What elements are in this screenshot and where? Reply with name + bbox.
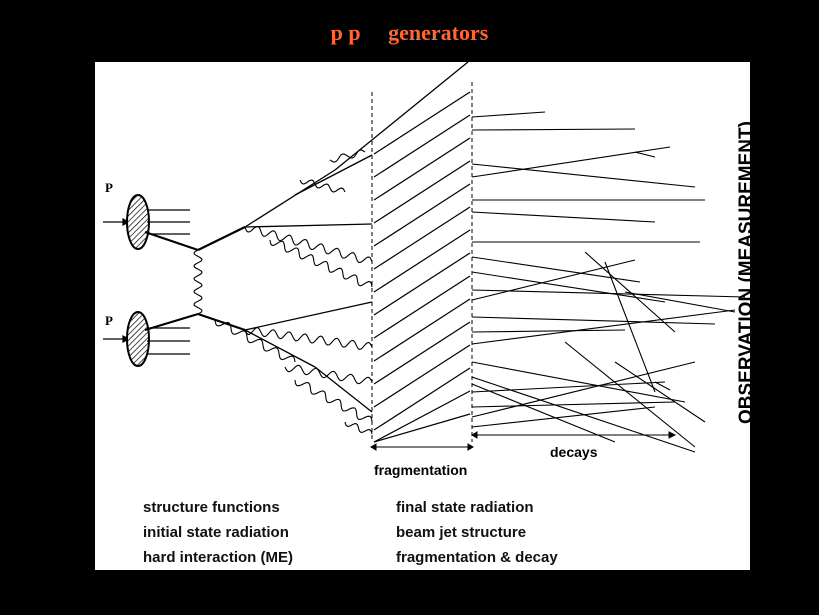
decay-track — [471, 361, 686, 403]
decay-track — [624, 291, 736, 313]
stage-arrows — [370, 431, 677, 451]
decay-track — [471, 316, 716, 325]
decay-track — [471, 271, 666, 303]
decays-label: decays — [550, 444, 598, 460]
fragmentation-string — [373, 298, 471, 362]
decay-track — [471, 309, 736, 345]
decay-track — [471, 256, 641, 283]
gluon-lower-4 — [294, 379, 373, 423]
decay-track — [471, 128, 636, 131]
fragmentation-string — [373, 321, 471, 385]
decay-track — [471, 406, 656, 428]
legend-final-state-radiation: final state radiation — [396, 499, 534, 516]
gluon-upper-2 — [269, 239, 373, 288]
fragmentation-region — [371, 82, 473, 442]
decay-track — [471, 361, 696, 418]
decay-track — [471, 329, 626, 333]
fragmentation-string — [373, 91, 471, 155]
proton-label-top: P — [105, 180, 113, 195]
decay-track — [471, 111, 546, 118]
fragmentation-string — [373, 413, 471, 443]
decay-track — [614, 361, 706, 423]
gluon-lower-5 — [344, 421, 373, 435]
legend-hard-interaction: hard interaction (ME) — [143, 549, 294, 566]
gluon-upper-4 — [329, 149, 366, 163]
fragmentation-label: fragmentation — [374, 462, 467, 478]
decay-track — [471, 163, 696, 188]
proton-label-bottom: P — [105, 313, 113, 328]
decay-track — [471, 211, 656, 223]
observation-label: OBSERVATION (MEASUREMENT) — [736, 121, 750, 424]
legend-structure-functions: structure functions — [143, 499, 280, 516]
fragmentation-string — [373, 183, 471, 247]
gluon-upper-3 — [299, 179, 346, 193]
fragmentation-string — [373, 160, 471, 224]
decay-track — [634, 151, 656, 158]
decay-track — [471, 146, 671, 178]
fragmentation-string — [373, 114, 471, 178]
fragmentation-string — [373, 137, 471, 201]
event-generator-diagram: P P fragmentation decays OBSERVATION (ME… — [103, 62, 750, 478]
gluon-lower-3 — [284, 364, 373, 385]
decay-tracks — [471, 111, 746, 453]
spectator-partons — [147, 209, 190, 355]
legend-beam-jet-structure: beam jet structure — [396, 524, 527, 541]
gluon-radiation-lines — [193, 149, 373, 435]
gluon-lower-1 — [244, 327, 373, 350]
gluon-exchange — [193, 249, 203, 315]
decay-track — [584, 251, 676, 333]
fragmentation-strings — [373, 91, 471, 443]
incoming-partons — [144, 230, 199, 332]
outgoing-partons — [197, 226, 246, 332]
slide-title: p p generators — [330, 20, 489, 45]
decay-track — [471, 381, 666, 393]
gluon-upper-1 — [244, 225, 373, 264]
fragmentation-string — [373, 206, 471, 270]
fragmentation-string — [373, 275, 471, 339]
proton-top-icon — [126, 194, 150, 250]
fragmentation-string — [373, 390, 471, 443]
fragmentation-string — [373, 229, 471, 293]
legend-initial-state-radiation: initial state radiation — [143, 524, 289, 541]
fragmentation-string — [373, 367, 471, 431]
proton-bottom-icon — [126, 311, 150, 367]
legend-fragmentation-decay: fragmentation & decay — [396, 549, 558, 566]
gluon-lower-2 — [214, 319, 296, 363]
decay-track — [471, 383, 616, 443]
diagram-panel: P P fragmentation decays OBSERVATION (ME… — [95, 62, 750, 570]
decay-track — [564, 341, 696, 448]
decay-track — [654, 381, 671, 391]
decay-track — [471, 259, 636, 301]
decay-track — [471, 289, 746, 298]
fragmentation-string — [373, 252, 471, 316]
parton-shower-lines — [244, 62, 469, 413]
fragmentation-string — [373, 344, 471, 408]
decay-track — [604, 261, 656, 393]
